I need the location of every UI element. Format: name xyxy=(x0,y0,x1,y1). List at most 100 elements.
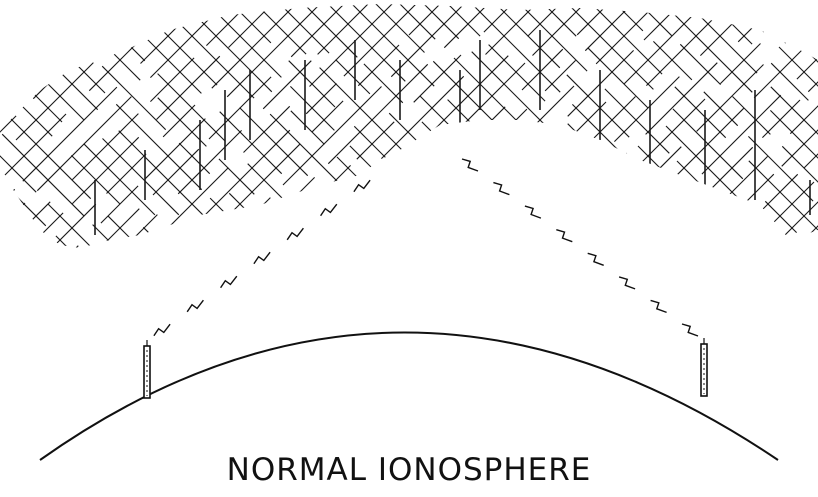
hatch-stroke xyxy=(653,41,692,80)
hatch-stroke xyxy=(630,162,664,196)
hatch-stroke xyxy=(364,64,403,103)
hatch-stroke xyxy=(444,305,523,384)
hatch-stroke xyxy=(107,154,147,194)
hatch-stroke xyxy=(711,174,774,237)
hatch-stroke xyxy=(738,0,780,42)
hatch-stroke xyxy=(267,249,363,345)
hatch-stroke xyxy=(707,264,780,337)
hatch-stroke xyxy=(222,144,301,223)
hatch-stroke xyxy=(1,229,62,290)
hatch-stroke xyxy=(332,200,406,274)
hatch-stroke xyxy=(661,241,734,314)
hatch-stroke xyxy=(614,272,700,358)
hatch-stroke xyxy=(309,165,351,207)
hatch-stroke xyxy=(433,191,517,275)
hatch-stroke xyxy=(511,255,549,293)
hatch-stroke xyxy=(320,68,413,161)
hatch-stroke xyxy=(754,286,818,373)
hatch-stroke xyxy=(597,297,651,351)
hatch-stroke xyxy=(770,110,818,165)
hatch-stroke xyxy=(328,244,366,282)
hatch-stroke xyxy=(785,0,818,43)
hatch-stroke xyxy=(691,156,768,233)
signal-dash xyxy=(321,204,337,216)
signal-dash xyxy=(651,300,667,312)
hatch-stroke xyxy=(568,172,621,225)
hatch-stroke xyxy=(291,0,348,57)
hatch-stroke xyxy=(478,109,527,158)
hatch-stroke xyxy=(288,300,338,350)
hatch-stroke xyxy=(685,250,771,336)
hatch-stroke xyxy=(0,0,60,88)
hatch-stroke xyxy=(108,0,201,93)
hatch-stroke xyxy=(684,317,775,408)
hatch-stroke xyxy=(312,101,343,132)
hatch-stroke xyxy=(228,0,271,43)
hatch-stroke xyxy=(359,315,417,373)
hatch-stroke xyxy=(284,169,371,256)
transmitter-tower xyxy=(144,340,150,398)
signal-dash xyxy=(354,180,370,192)
hatch-stroke xyxy=(468,0,560,92)
hatch-stroke xyxy=(108,216,177,285)
hatch-stroke xyxy=(0,0,24,36)
hatch-stroke xyxy=(18,204,96,282)
hatch-stroke xyxy=(76,298,122,344)
hatch-stroke xyxy=(660,0,752,92)
hatch-stroke xyxy=(373,237,447,311)
hatch-stroke xyxy=(129,168,228,267)
hatch-stroke xyxy=(614,77,679,142)
hatch-stroke xyxy=(206,0,252,46)
hatch-stroke xyxy=(371,179,458,266)
hatch-stroke xyxy=(228,288,321,381)
hatch-stroke xyxy=(568,272,603,307)
hatch-stroke xyxy=(493,145,532,184)
hatch-stroke xyxy=(270,114,346,190)
hatch-stroke xyxy=(95,0,132,37)
hatch-stroke xyxy=(143,227,174,257)
hatch-stroke xyxy=(427,295,488,356)
signal-dash xyxy=(187,300,203,312)
hatch-stroke xyxy=(0,246,78,337)
hatch-stroke xyxy=(290,86,334,130)
hatch-stroke xyxy=(568,292,626,350)
hatch-stroke xyxy=(0,308,65,398)
hatch-stroke xyxy=(21,0,84,63)
hatch-stroke xyxy=(514,150,607,243)
hatch-stroke xyxy=(776,284,818,354)
hatch-stroke xyxy=(268,304,310,346)
hatch-stroke xyxy=(585,0,636,51)
skywave-signal-path xyxy=(154,159,698,336)
hatch-stroke xyxy=(148,0,180,32)
hatch-stroke xyxy=(518,218,586,286)
hatch-stroke xyxy=(567,75,629,137)
hatch-stroke xyxy=(772,269,818,368)
hatch-stroke xyxy=(0,221,66,318)
hatch-stroke xyxy=(449,307,545,403)
signal-dash xyxy=(619,277,635,289)
hatch-stroke xyxy=(0,45,63,130)
hatch-stroke xyxy=(533,0,589,56)
hatch-stroke xyxy=(552,204,623,275)
hatch-stroke xyxy=(792,266,818,301)
hatch-stroke xyxy=(700,0,756,56)
hatch-stroke xyxy=(84,0,145,61)
hatch-stroke xyxy=(123,229,215,321)
hatch-stroke xyxy=(522,49,563,90)
hatch-stroke xyxy=(145,232,188,275)
hatch-stroke xyxy=(12,0,47,35)
hatch-stroke xyxy=(646,298,695,347)
hatch-stroke xyxy=(389,129,460,200)
hatch-stroke xyxy=(467,191,560,284)
hatch-stroke xyxy=(439,253,503,317)
hatch-stroke xyxy=(389,305,465,381)
hatch-stroke xyxy=(372,0,425,53)
hatch-stroke xyxy=(499,232,548,281)
hatch-stroke xyxy=(0,60,62,122)
hatch-stroke xyxy=(103,139,179,215)
hatch-stroke xyxy=(109,0,156,47)
hatch-stroke xyxy=(612,0,643,31)
hatch-stroke xyxy=(680,44,720,84)
hatch-stroke xyxy=(420,0,459,39)
